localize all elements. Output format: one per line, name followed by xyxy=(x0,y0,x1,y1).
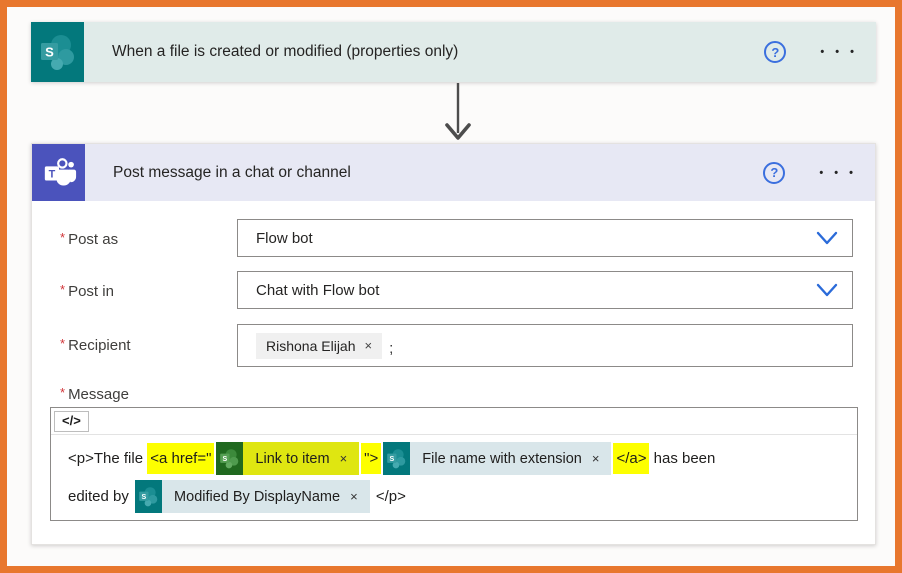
remove-icon[interactable]: × xyxy=(591,451,600,466)
required-asterisk: * xyxy=(60,336,66,351)
message-editor[interactable]: </> <p>The file <a href=" S xyxy=(50,407,858,521)
post-in-dropdown[interactable]: Chat with Flow bot xyxy=(237,271,853,309)
teams-icon: T xyxy=(32,144,85,201)
action-card: T Post message in a chat or channel ? • … xyxy=(31,143,876,545)
dynamic-token-modified-by[interactable]: S Modified By DisplayName × xyxy=(135,480,370,513)
svg-text:S: S xyxy=(142,493,147,501)
token-label: Link to item xyxy=(255,450,330,467)
trigger-title: When a file is created or modified (prop… xyxy=(112,43,459,60)
svg-text:S: S xyxy=(45,45,54,60)
svg-text:S: S xyxy=(390,455,395,463)
message-text: </p> xyxy=(371,488,406,505)
sharepoint-icon: S xyxy=(31,22,84,82)
recipient-chip[interactable]: Rishona Elijah × xyxy=(256,332,383,359)
trigger-card-header[interactable]: S When a file is created or modified (pr… xyxy=(31,22,876,82)
message-content[interactable]: <p>The file <a href=" S xyxy=(51,435,857,513)
recipient-chip-label: Rishona Elijah xyxy=(266,337,356,354)
recipient-separator: ; xyxy=(389,340,394,357)
post-as-value: Flow bot xyxy=(256,229,313,247)
token-label: File name with extension xyxy=(422,450,582,467)
connector-arrow-icon[interactable] xyxy=(445,83,471,150)
post-in-label: *Post in xyxy=(60,282,114,300)
required-asterisk: * xyxy=(60,230,66,245)
message-line-2: edited by S Modified xyxy=(68,480,853,513)
sharepoint-icon: S xyxy=(216,442,244,475)
required-asterisk: * xyxy=(60,282,66,297)
highlighted-html-text: </a> xyxy=(613,443,650,474)
recipient-input[interactable]: Rishona Elijah × ; xyxy=(237,324,853,367)
remove-icon[interactable]: × xyxy=(339,451,348,466)
svg-text:S: S xyxy=(223,455,228,463)
token-label: Modified By DisplayName xyxy=(174,488,341,505)
action-card-header[interactable]: T Post message in a chat or channel ? • … xyxy=(32,144,875,201)
help-icon[interactable]: ? xyxy=(763,161,786,184)
chevron-down-icon xyxy=(816,231,838,245)
message-text: <p>The file xyxy=(68,450,148,467)
action-title: Post message in a chat or channel xyxy=(113,163,351,181)
message-toolbar: </> xyxy=(51,408,857,435)
message-label: *Message xyxy=(60,385,129,403)
sharepoint-icon: S xyxy=(383,442,411,475)
svg-text:T: T xyxy=(48,168,55,180)
required-asterisk: * xyxy=(60,385,66,400)
highlighted-html-text: "> xyxy=(361,443,382,474)
highlighted-html-text: <a href=" xyxy=(147,443,215,474)
post-in-value: Chat with Flow bot xyxy=(256,281,380,299)
trigger-card: S When a file is created or modified (pr… xyxy=(31,22,876,82)
help-icon[interactable]: ? xyxy=(764,41,787,63)
remove-icon[interactable]: × xyxy=(364,338,373,353)
sharepoint-icon: S xyxy=(135,480,163,513)
dynamic-token-file-name[interactable]: S File name with extension × xyxy=(383,442,612,475)
remove-icon[interactable]: × xyxy=(350,489,358,504)
dynamic-token-link-to-item[interactable]: S Link to item × xyxy=(216,442,360,475)
menu-ellipsis-icon[interactable]: • • • xyxy=(820,46,858,58)
message-text: has been xyxy=(649,450,716,467)
post-as-label: *Post as xyxy=(60,230,119,248)
post-as-dropdown[interactable]: Flow bot xyxy=(237,219,853,257)
menu-ellipsis-icon[interactable]: • • • xyxy=(819,166,857,179)
message-line-1: <p>The file <a href=" S xyxy=(68,442,853,475)
chevron-down-icon xyxy=(816,283,838,297)
code-view-button[interactable]: </> xyxy=(54,410,89,432)
recipient-label: *Recipient xyxy=(60,336,131,354)
message-text: edited by xyxy=(68,488,134,505)
